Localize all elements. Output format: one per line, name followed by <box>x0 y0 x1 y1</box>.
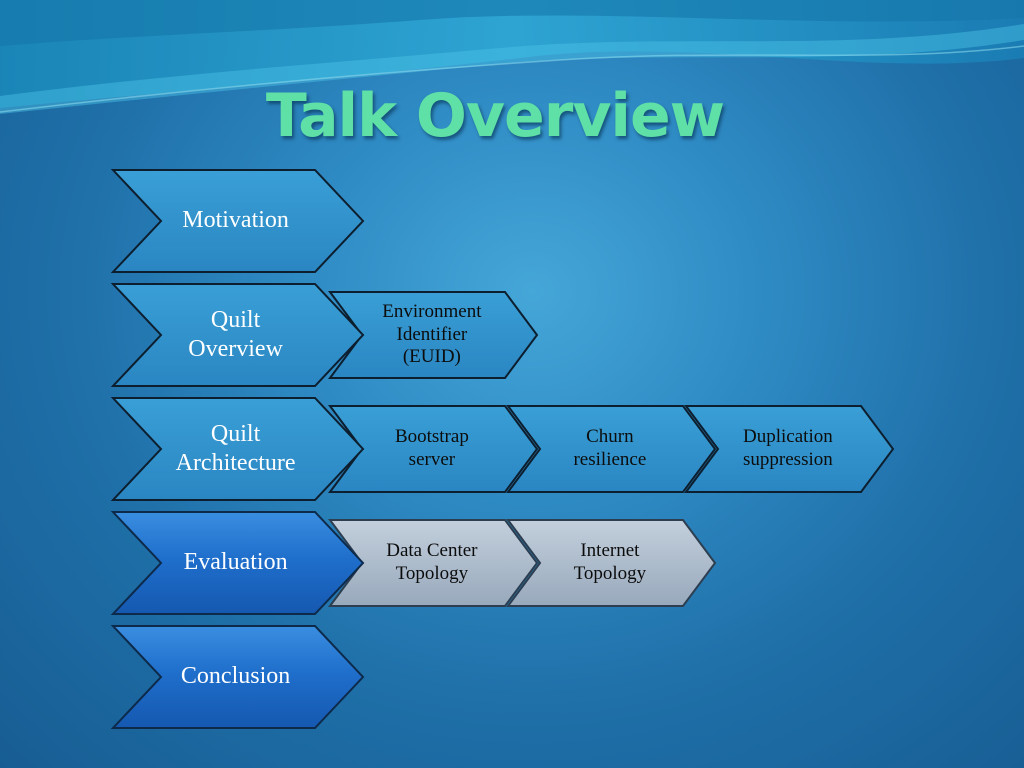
topic-quilt-architecture-shape <box>110 397 365 501</box>
subtopic-duplication-suppression: Duplication suppression <box>684 405 895 493</box>
topic-quilt-architecture-label: Quilt Architecture <box>175 420 296 476</box>
subtopic-internet-topology-shape <box>506 519 717 607</box>
subtopic-churn-resilience-label: Churn resilience <box>573 426 647 470</box>
subtopic-churn-resilience: Churn resilience <box>506 405 717 493</box>
subtopic-environment-identifier-euid-label: Environment Identifier (EUID) <box>382 300 482 368</box>
topic-motivation-label: Motivation <box>182 207 289 234</box>
topic-evaluation-label: Evaluation <box>183 549 288 576</box>
topic-conclusion-label: Conclusion <box>180 663 291 690</box>
topic-quilt-overview-label: Quilt Overview <box>188 306 283 362</box>
slide-title: Talk Overview <box>265 81 725 151</box>
topic-evaluation-shape <box>110 511 365 615</box>
topic-motivation: Motivation <box>110 169 365 273</box>
subtopic-internet-topology: Internet Topology <box>506 519 717 607</box>
subtopic-churn-resilience-shape <box>506 405 717 493</box>
subtopic-data-center-topology: Data Center Topology <box>328 519 539 607</box>
subtopic-data-center-topology-label: Data Center Topology <box>386 540 478 584</box>
topic-motivation-shape <box>110 169 365 273</box>
topic-quilt-overview-shape <box>110 283 365 387</box>
subtopic-bootstrap-server-label: Bootstrap server <box>394 426 469 470</box>
decorative-wave-header <box>0 0 1024 114</box>
topic-conclusion-shape <box>110 625 365 729</box>
subtopic-duplication-suppression-shape <box>684 405 895 493</box>
topic-quilt-overview: Quilt Overview <box>110 283 365 387</box>
subtopic-environment-identifier-euid: Environment Identifier (EUID) <box>328 291 539 379</box>
topic-evaluation: Evaluation <box>110 511 365 615</box>
subtopic-duplication-suppression-label: Duplication suppression <box>743 426 833 470</box>
topic-conclusion: Conclusion <box>110 625 365 729</box>
subtopic-internet-topology-label: Internet Topology <box>573 540 647 584</box>
topic-quilt-architecture: Quilt Architecture <box>110 397 365 501</box>
